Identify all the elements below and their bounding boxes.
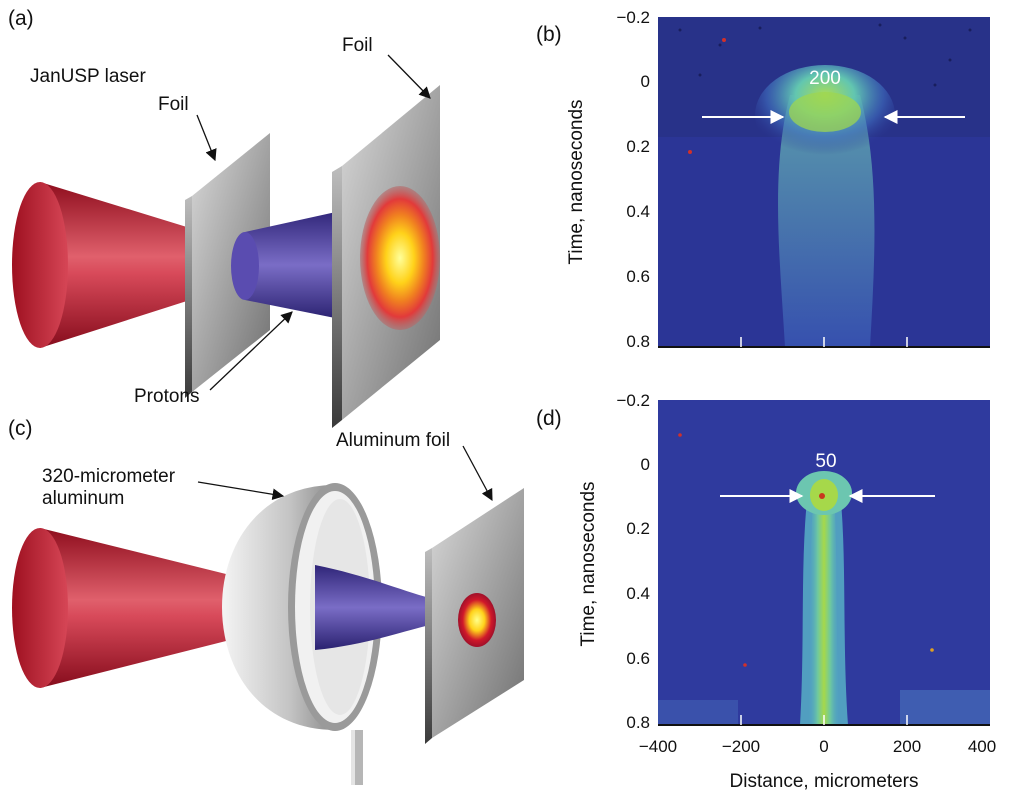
shell-label-line2: aluminum bbox=[42, 488, 125, 509]
panel-tag-b: (b) bbox=[536, 23, 562, 46]
panel-tag-d: (d) bbox=[536, 407, 562, 430]
foil-right-label: Foil bbox=[342, 35, 373, 56]
y-tick-label: 0.6 bbox=[626, 649, 650, 668]
panel-tag-a: (a) bbox=[8, 7, 34, 30]
x-tick-label: 400 bbox=[968, 737, 996, 756]
foil-a-left bbox=[192, 133, 270, 392]
y-tick-label: −0.2 bbox=[616, 391, 650, 410]
y-axis-label-b: Time, nanoseconds bbox=[566, 99, 587, 264]
protons-label: Protons bbox=[134, 386, 200, 407]
y-tick-label: 0 bbox=[641, 455, 650, 474]
impact-spot-a bbox=[360, 186, 440, 330]
laser-beam-a-end bbox=[12, 182, 68, 348]
y-tick-label: −0.2 bbox=[616, 8, 650, 27]
y-axis-label-d: Time, nanoseconds bbox=[578, 481, 599, 646]
y-tick-label: 0.6 bbox=[626, 267, 650, 286]
width-label-d: 50 bbox=[815, 451, 836, 472]
y-tick-label: 0 bbox=[641, 72, 650, 91]
laser-beam-a bbox=[40, 182, 190, 348]
x-axis-d: −400 −200 0 200 400 Distance, micrometer… bbox=[639, 737, 996, 792]
y-tick-label: 0.4 bbox=[626, 584, 650, 603]
aluminum-foil-label: Aluminum foil bbox=[336, 430, 451, 451]
streak-image-d bbox=[658, 400, 990, 726]
foil-left-label: Foil bbox=[158, 94, 189, 115]
y-tick-label: 0.8 bbox=[626, 713, 650, 732]
protons-beam-c bbox=[315, 565, 430, 650]
x-tick-label: −200 bbox=[722, 737, 760, 756]
streak-image-b bbox=[658, 17, 990, 348]
y-tick-label: 0.4 bbox=[626, 202, 650, 221]
y-tick-label: 0.2 bbox=[626, 137, 650, 156]
width-label-b: 200 bbox=[809, 68, 841, 89]
x-tick-label: 200 bbox=[893, 737, 921, 756]
laser-beam-c-end bbox=[12, 528, 68, 688]
impact-spot-c bbox=[458, 593, 496, 647]
y-tick-label: 0.8 bbox=[626, 332, 650, 351]
panel-tag-c: (c) bbox=[8, 417, 33, 440]
laser-label: JanUSP laser bbox=[30, 66, 146, 87]
protons-beam-a bbox=[245, 210, 345, 320]
panel-a-diagram bbox=[12, 54, 440, 428]
x-tick-label: −400 bbox=[639, 737, 677, 756]
shell-label-line1: 320-micrometer bbox=[42, 466, 176, 487]
y-axis-d: −0.2 0 0.2 0.4 0.6 0.8 Time, nanoseconds bbox=[578, 391, 650, 732]
y-axis-b: −0.2 0 0.2 0.4 0.6 0.8 Time, nanoseconds bbox=[566, 8, 650, 351]
x-axis-label-d: Distance, micrometers bbox=[730, 771, 919, 792]
y-tick-label: 0.2 bbox=[626, 519, 650, 538]
x-tick-label: 0 bbox=[819, 737, 828, 756]
foil-a-left-edge bbox=[185, 196, 192, 398]
foil-a-right-edge bbox=[332, 166, 342, 428]
x-ticks-marks bbox=[740, 337, 908, 725]
foil-c-edge bbox=[425, 548, 432, 744]
panel-c-diagram bbox=[12, 445, 524, 785]
laser-beam-c bbox=[40, 528, 230, 688]
